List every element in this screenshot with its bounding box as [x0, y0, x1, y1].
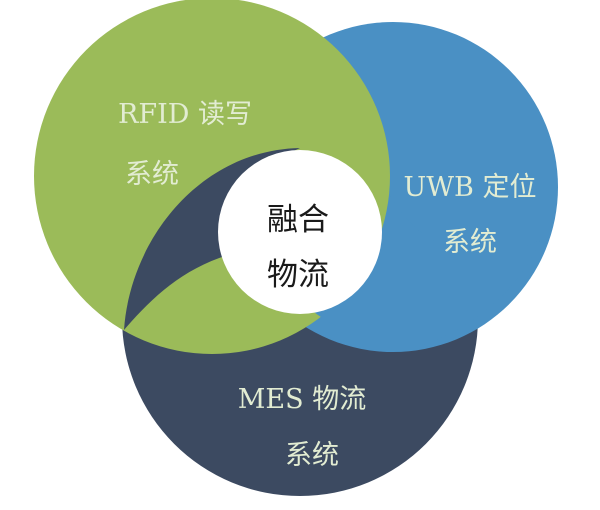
uwb-label-line1: UWB 定位 — [404, 172, 537, 203]
center-label-line1: 融合 — [267, 202, 329, 238]
rfid-label-line1: RFID 读写 — [118, 99, 252, 130]
rfid-label-line2: 系统 — [125, 159, 179, 190]
center-circle — [218, 150, 382, 314]
center-label-line2: 物流 — [267, 257, 329, 293]
mes-label-line2: 系统 — [285, 440, 339, 471]
uwb-label-line2: 系统 — [443, 227, 497, 258]
uwb-swirl-segment — [300, 195, 540, 347]
mes-swirl-segment — [124, 148, 300, 330]
mes-label-line1: MES 物流 — [238, 384, 366, 415]
